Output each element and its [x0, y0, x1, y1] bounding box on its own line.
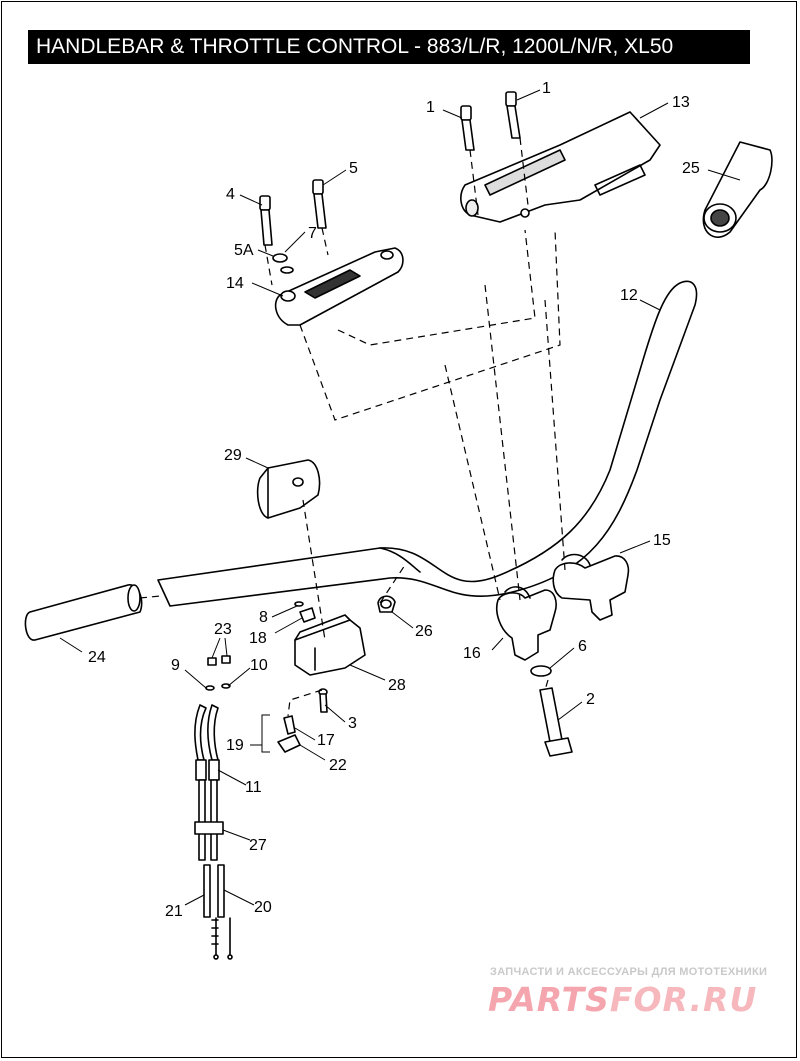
callout-1b: 1: [542, 80, 551, 97]
callout-23: 23: [214, 621, 232, 638]
callout-2: 2: [586, 691, 595, 708]
callout-29: 29: [224, 447, 242, 464]
callout-8: 8: [259, 609, 268, 626]
part-adjuster-22: [277, 734, 301, 753]
callout-22: 22: [329, 757, 347, 774]
part-bolt-5: [312, 179, 327, 229]
part-top-clamp: [460, 111, 661, 223]
callout-26: 26: [415, 623, 433, 640]
part-bolt-2: [539, 687, 573, 757]
callout-5: 5: [349, 160, 358, 177]
part-adjuster-17: [283, 715, 296, 735]
callout-15: 15: [653, 532, 671, 549]
alignment-lines: [139, 137, 566, 717]
callout-4: 4: [226, 186, 235, 203]
part-right-grip: [702, 141, 773, 238]
watermark-logo: PARTSFOR.RU: [488, 980, 757, 1019]
callout-5a: 5A: [234, 242, 254, 259]
callout-9: 9: [171, 657, 180, 674]
part-riser-clamp: [274, 247, 404, 326]
callout-16: 16: [463, 645, 481, 662]
callout-3: 3: [348, 715, 357, 732]
part-bolt-1a: [460, 105, 475, 151]
part-switch-cover: [256, 459, 321, 519]
callout-7: 7: [308, 225, 317, 242]
callout-20: 20: [254, 899, 272, 916]
callout-11: 11: [245, 779, 262, 796]
callout-21: 21: [165, 903, 183, 920]
callout-19: 19: [226, 737, 244, 754]
callout-6: 6: [578, 638, 587, 655]
part-item-8: [294, 601, 304, 607]
watermark-logo-part1: PARTS: [488, 980, 610, 1019]
callout-17: 17: [317, 732, 335, 749]
callout-25: 25: [682, 160, 700, 177]
part-bolt-1b: [505, 91, 521, 139]
part-item-23a: [207, 657, 217, 666]
callout-14: 14: [226, 275, 244, 292]
callout-1a: 1: [426, 99, 435, 116]
part-clip: [377, 595, 396, 613]
watermark-logo-part2: FOR.RU: [609, 980, 758, 1019]
part-washer-7: [272, 253, 288, 263]
part-left-grip: [24, 584, 143, 641]
callout-28: 28: [388, 677, 406, 694]
callout-18: 18: [249, 630, 267, 647]
watermark-tagline: ЗАПЧАСТИ И АКСЕССУАРЫ ДЛЯ МОТОТЕХНИКИ: [490, 966, 768, 978]
part-washer-6: [530, 665, 552, 677]
part-screw-3: [318, 688, 328, 713]
part-washer-5a: [280, 266, 294, 274]
part-item-23b: [221, 655, 231, 664]
leader-lines: [59, 89, 741, 906]
part-item-9: [205, 685, 215, 691]
part-bolt-4: [259, 195, 273, 246]
part-item-18: [299, 607, 316, 623]
part-throttle-housing: [294, 614, 366, 676]
callout-24: 24: [88, 649, 106, 666]
callout-10: 10: [250, 657, 268, 674]
callout-labels: 1 1 13 25 4 5 5A 7 14 12 29 15 8 18 26 2…: [88, 80, 700, 920]
callout-12: 12: [620, 287, 638, 304]
diagram-title: HANDLEBAR & THROTTLE CONTROL - 883/L/R, …: [28, 30, 750, 64]
part-item-10: [221, 683, 231, 689]
part-riser-16: [496, 586, 557, 661]
part-throttle-cables: [194, 704, 233, 960]
callout-27: 27: [249, 837, 267, 854]
callout-13: 13: [672, 94, 690, 111]
